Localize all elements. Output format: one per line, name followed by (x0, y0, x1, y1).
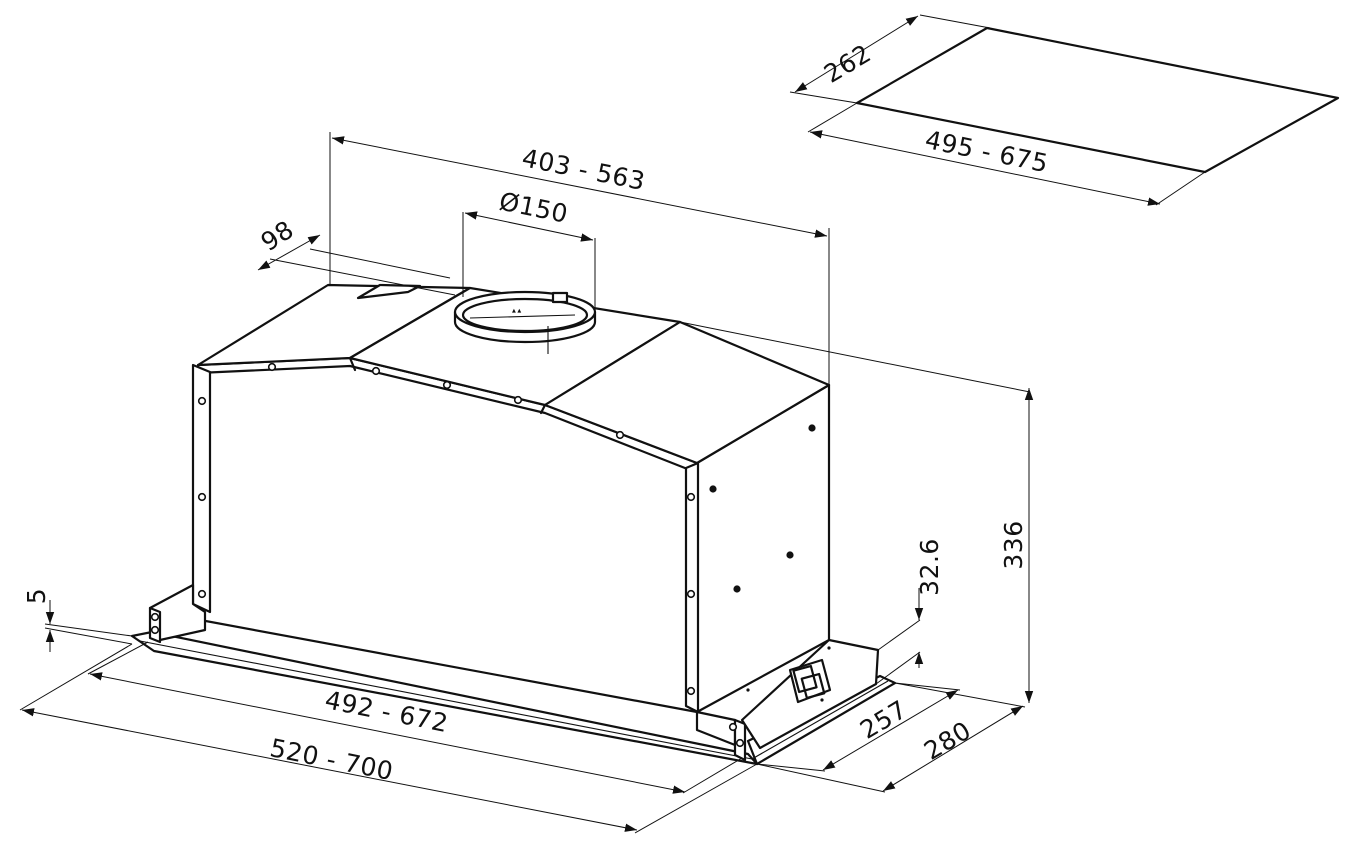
rear-flap (356, 283, 422, 300)
frame-depth-label: 280 (919, 716, 976, 766)
frame-width-label: 520 - 700 (268, 733, 396, 786)
cutout-width-dimension-line (809, 130, 1161, 206)
cutout-depth-label: 262 (819, 39, 876, 89)
flange-thickness-label: 5 (22, 588, 51, 604)
cutout-depth-dimension-line (794, 15, 919, 93)
rear-offset-dimension-line (257, 234, 321, 271)
total-height-label: 336 (999, 520, 1028, 569)
frame-depth-dimension-line (882, 705, 1024, 792)
left-leg-flange (191, 363, 212, 614)
frame-width-dimension-line (21, 708, 638, 832)
cutout-template: 262 495 - 675 (789, 14, 1340, 206)
duct-diameter-dimension-line (464, 211, 594, 242)
hood-body (148, 283, 880, 762)
front-lip-label: 32.6 (915, 538, 944, 596)
svg-text:▲ ▲: ▲ ▲ (512, 308, 521, 314)
duct-spacing-dimension-line (331, 136, 828, 238)
